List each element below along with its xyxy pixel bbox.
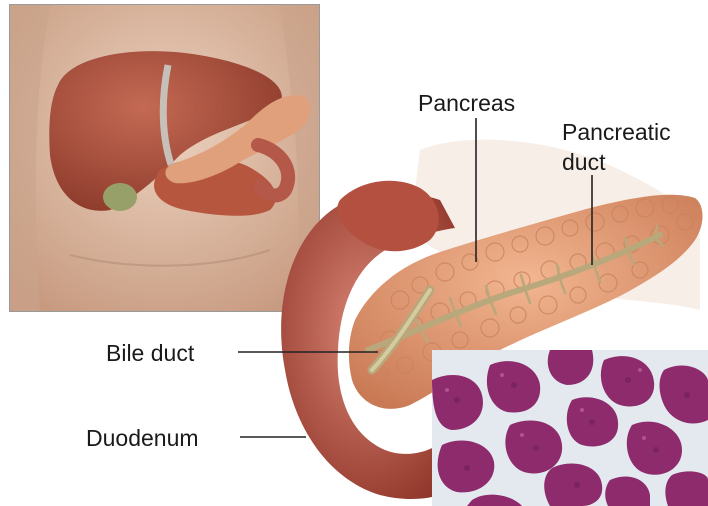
label-pancreatic-duct-line2: duct [562, 147, 671, 177]
label-duodenum: Duodenum [86, 425, 199, 451]
histology-micrograph [432, 350, 708, 506]
label-pancreatic-duct-line1: Pancreatic [562, 117, 671, 147]
micrograph-image [432, 350, 708, 506]
label-pancreas: Pancreas [418, 90, 515, 116]
label-pancreatic-duct: Pancreatic duct [562, 117, 671, 177]
label-bile-duct: Bile duct [106, 340, 194, 366]
